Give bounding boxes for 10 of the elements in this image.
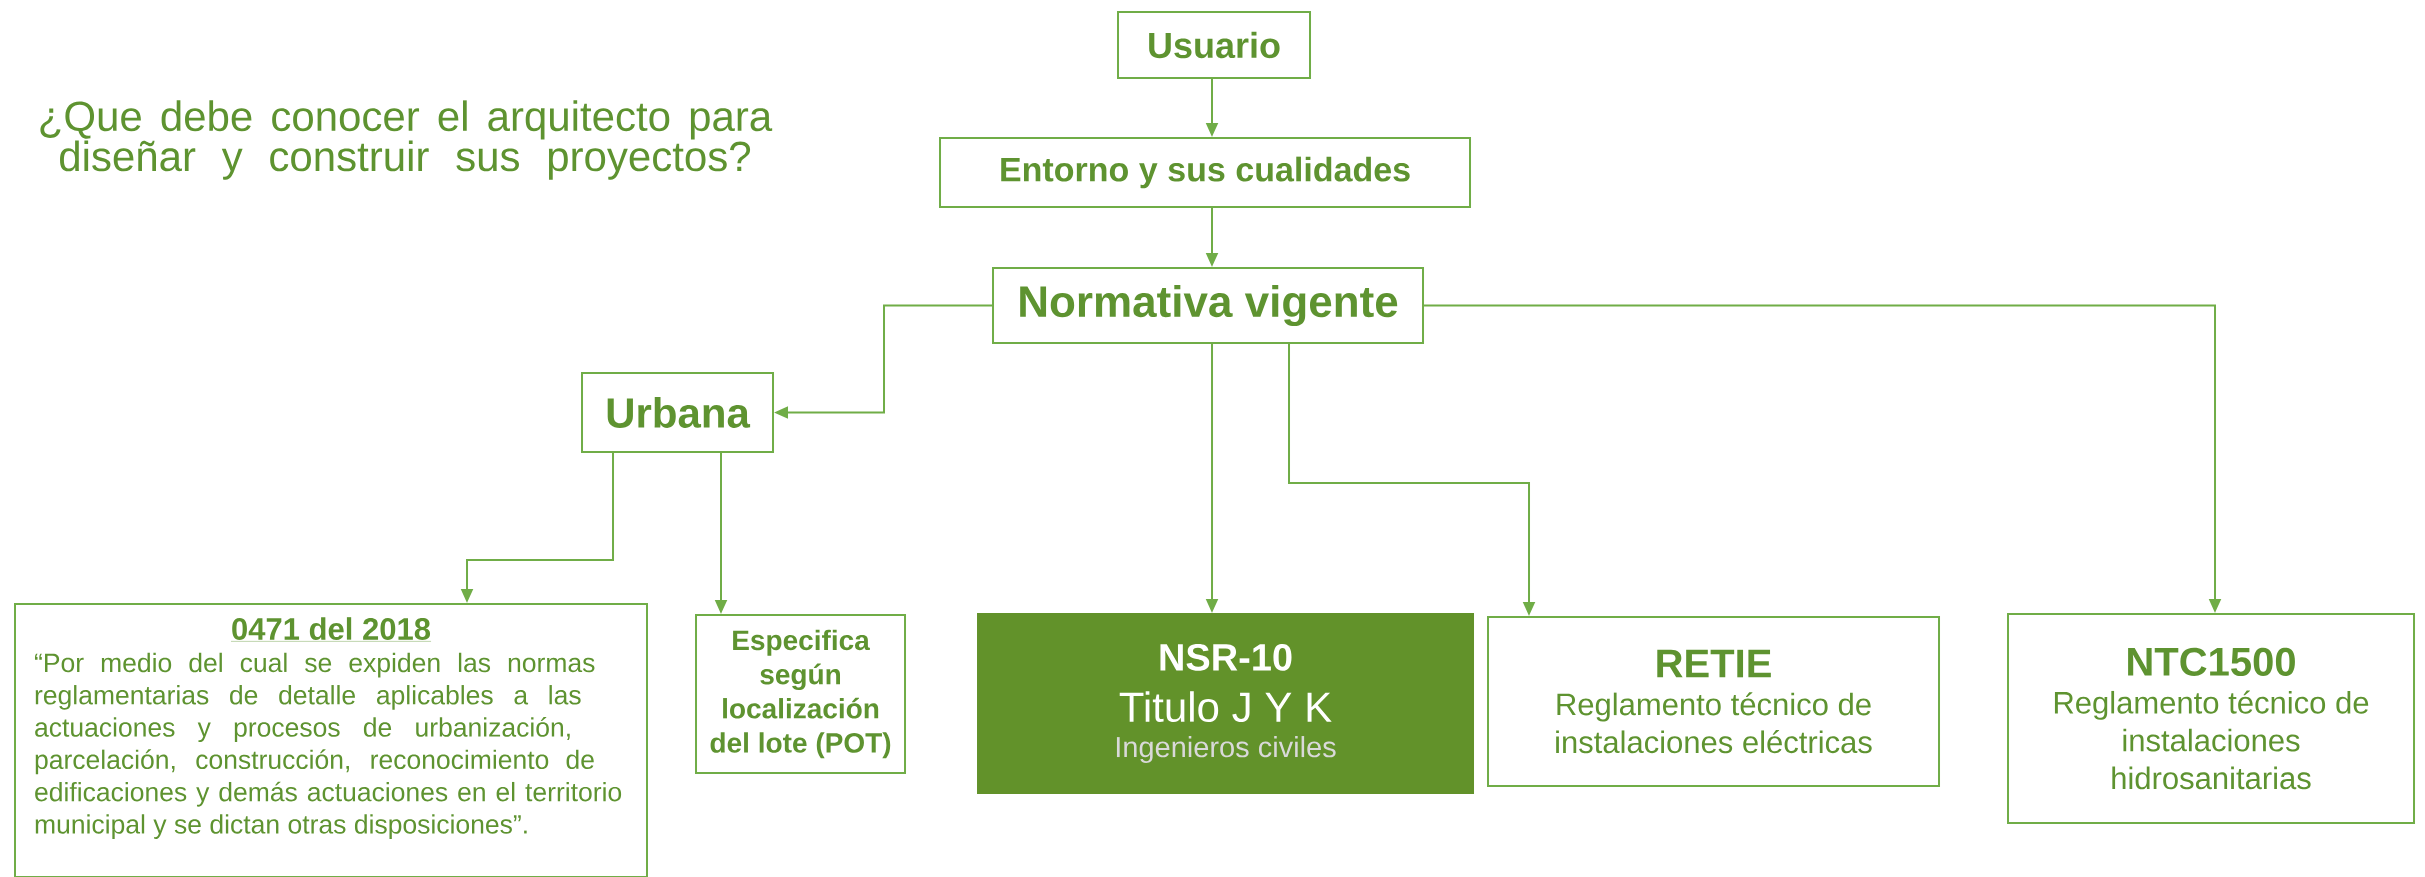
- heading: ¿Que debe conocer el arquitecto para diseñar y construir sus proyectos?: [40, 100, 773, 180]
- process-box: RETIE Reglamento técnico de instalaciones eléctricas: [1487, 616, 1940, 787]
- process-box: Entorno y sus cualidades: [939, 137, 1471, 208]
- process-box: Normativa vigente: [992, 267, 1424, 344]
- process-box: Urbana: [581, 372, 774, 453]
- process-box: 0471 del 2018 “Por medio del cual se expiden las normas reglamentarias de detalle aplicables a las actuaciones y procesos de urbanización, parcelación, construcción, reconocimiento de edificaciones y demás actuaciones en el territorio municipal y se dictan otras disposiciones”.: [14, 603, 648, 877]
- process-box: NTC1500 Reglamento técnico de instalaciones hidrosanitarias: [2007, 613, 2415, 824]
- process-box: NSR-10 Titulo J Y K Ingenieros civiles: [977, 613, 1474, 794]
- process-box: Especifica según localización del lote (POT): [695, 614, 906, 774]
- process-box: Usuario: [1117, 11, 1311, 79]
